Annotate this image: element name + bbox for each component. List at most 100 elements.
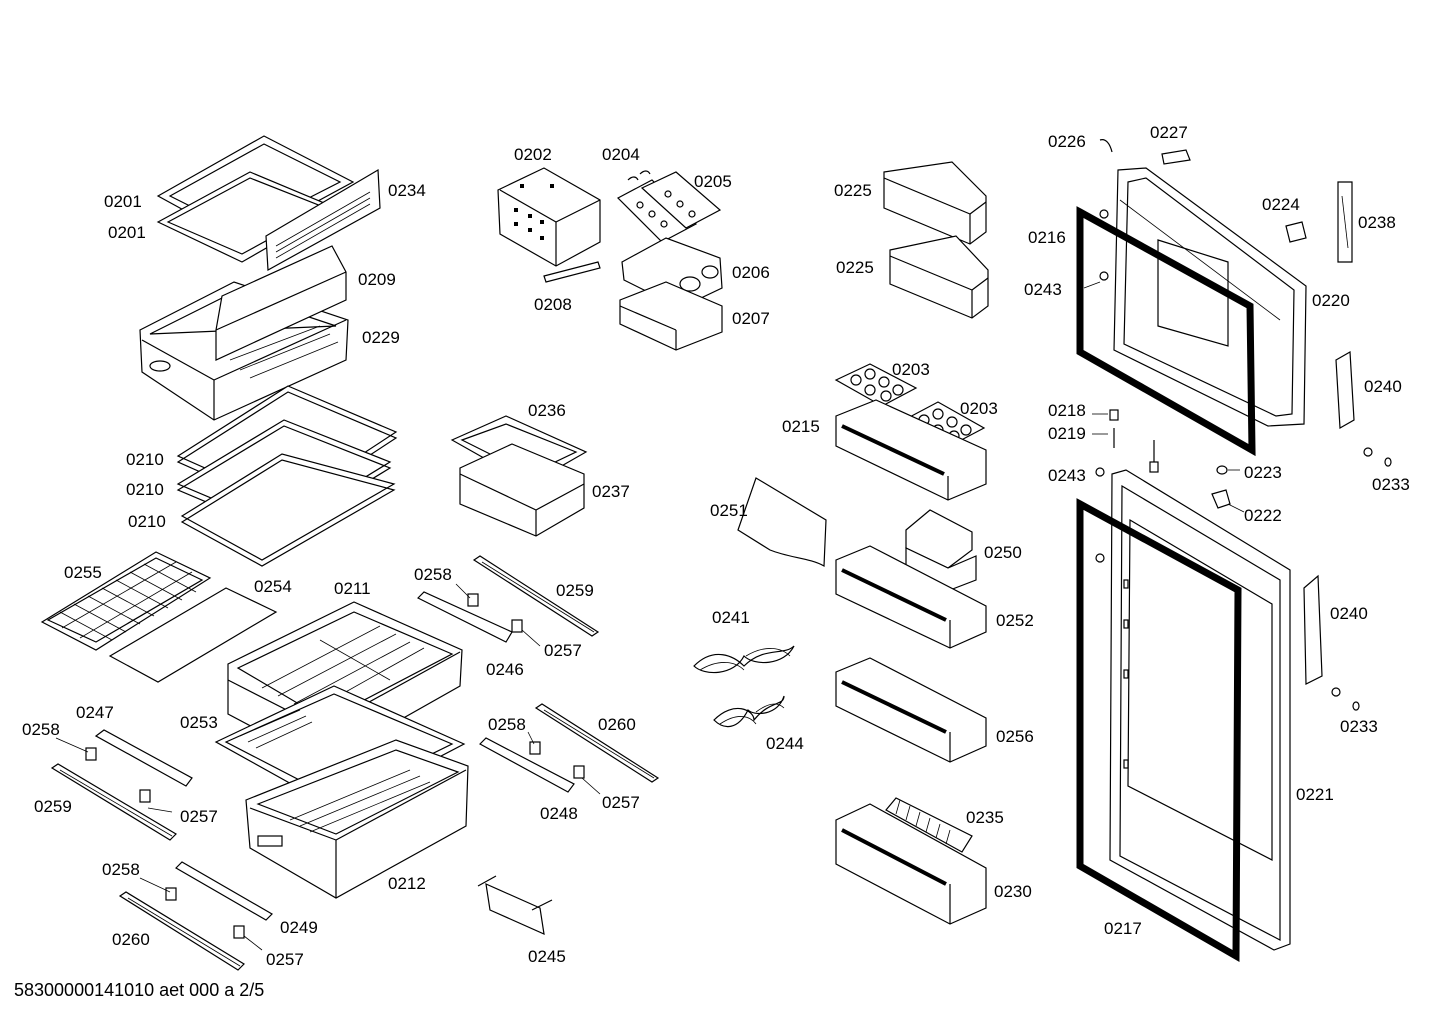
plate-0254 — [108, 587, 278, 683]
label-0223: 0223 — [1244, 463, 1282, 482]
label-0206: 0206 — [732, 263, 770, 282]
label-0203-a: 0203 — [892, 360, 930, 379]
label-0258-c: 0258 — [414, 565, 452, 584]
rails-left-0259-0260 — [50, 729, 273, 971]
label-0257-b: 0257 — [266, 950, 304, 969]
label-0210-a: 0210 — [126, 450, 164, 469]
label-0260-a: 0260 — [112, 930, 150, 949]
label-0215: 0215 — [782, 417, 820, 436]
glass-shelf-0201-top — [156, 135, 355, 263]
strip-0208 — [543, 261, 601, 283]
label-0259-a: 0259 — [34, 797, 72, 816]
label-0204: 0204 — [602, 145, 640, 164]
label-0212: 0212 — [388, 874, 426, 893]
label-0203-b: 0203 — [960, 399, 998, 418]
label-0245: 0245 — [528, 947, 566, 966]
gasket-0216 — [1076, 206, 1256, 457]
label-0225-b: 0225 — [836, 258, 874, 277]
shelf-frame-0234 — [265, 168, 381, 271]
label-0240-b: 0240 — [1330, 604, 1368, 623]
label-0255: 0255 — [64, 563, 102, 582]
leader-lines — [55, 281, 1245, 951]
label-0221: 0221 — [1296, 785, 1334, 804]
rack-0241 — [693, 645, 795, 674]
label-0229: 0229 — [362, 328, 400, 347]
door-bin-0225-top — [883, 161, 987, 245]
label-0258-a: 0258 — [22, 720, 60, 739]
label-0257-c: 0257 — [544, 641, 582, 660]
bottle-holder-0235 — [885, 797, 973, 853]
label-0241: 0241 — [712, 608, 750, 627]
label-0218: 0218 — [1048, 401, 1086, 420]
rails-middle-0259-0260 — [416, 555, 660, 793]
door-bin-0256 — [835, 657, 987, 763]
label-0260-b: 0260 — [598, 715, 636, 734]
label-0233-b: 0233 — [1340, 717, 1378, 736]
label-0236: 0236 — [528, 401, 566, 420]
shield-0251 — [737, 477, 827, 568]
label-0201-b: 0201 — [108, 223, 146, 242]
label-0217: 0217 — [1104, 919, 1142, 938]
label-0227: 0227 — [1150, 123, 1188, 142]
door-bin-0215 — [835, 399, 987, 501]
label-0250: 0250 — [984, 543, 1022, 562]
label-0243-b: 0243 — [1048, 466, 1086, 485]
handles-and-hardware — [1095, 139, 1392, 711]
label-0238: 0238 — [1358, 213, 1396, 232]
label-0234: 0234 — [388, 181, 426, 200]
label-0211: 0211 — [334, 579, 371, 598]
label-0248: 0248 — [540, 804, 578, 823]
bracket-0245 — [477, 875, 553, 935]
glass-shelves-0210 — [176, 385, 398, 567]
label-0235: 0235 — [966, 808, 1004, 827]
rack-0244 — [713, 695, 785, 728]
label-0226: 0226 — [1048, 132, 1086, 151]
label-0251: 0251 — [710, 501, 748, 520]
grille-0255 — [40, 551, 212, 651]
label-0257-a: 0257 — [180, 807, 218, 826]
label-0207: 0207 — [732, 309, 770, 328]
label-0246: 0246 — [486, 660, 524, 679]
part-labels: 0201 0201 0234 0209 0229 0210 0210 0210 … — [22, 123, 1410, 969]
label-0225-a: 0225 — [834, 181, 872, 200]
label-0201-a: 0201 — [104, 192, 142, 211]
ice-maker-housing-0202 — [497, 167, 601, 267]
label-0247: 0247 — [76, 703, 114, 722]
label-0209: 0209 — [358, 270, 396, 289]
label-0243-a: 0243 — [1024, 280, 1062, 299]
label-0240-a: 0240 — [1364, 377, 1402, 396]
label-0258-b: 0258 — [102, 860, 140, 879]
crisper-box-0236-0237 — [450, 415, 588, 537]
label-0233-a: 0233 — [1372, 475, 1410, 494]
label-0216: 0216 — [1028, 228, 1066, 247]
label-0222: 0222 — [1244, 506, 1282, 525]
label-0208: 0208 — [534, 295, 572, 314]
label-0256: 0256 — [996, 727, 1034, 746]
label-0253: 0253 — [180, 713, 218, 732]
label-0210-c: 0210 — [128, 512, 166, 531]
drawer-0212 — [245, 739, 469, 899]
gasket-0217 — [1076, 498, 1242, 963]
label-0252: 0252 — [996, 611, 1034, 630]
label-0219: 0219 — [1048, 424, 1086, 443]
door-bin-0230 — [835, 803, 987, 925]
label-0237: 0237 — [592, 482, 630, 501]
label-0230: 0230 — [994, 882, 1032, 901]
door-bin-0252 — [835, 545, 987, 649]
label-0210-b: 0210 — [126, 480, 164, 499]
divider-0209 — [215, 245, 347, 361]
label-0220: 0220 — [1312, 291, 1350, 310]
label-0244: 0244 — [766, 734, 804, 753]
label-0224: 0224 — [1262, 195, 1300, 214]
lower-door-0221 — [1109, 469, 1291, 951]
ice-container-0207 — [619, 281, 723, 351]
upper-door-0220 — [1113, 167, 1307, 427]
label-0205: 0205 — [694, 172, 732, 191]
door-bin-0225-bottom — [889, 235, 989, 319]
label-0202: 0202 — [514, 145, 552, 164]
label-0259-b: 0259 — [556, 581, 594, 600]
document-code: 58300000141010 aet 000 a 2/5 — [14, 980, 265, 1000]
ice-trays-0205 — [617, 170, 722, 243]
label-0257-d: 0257 — [602, 793, 640, 812]
